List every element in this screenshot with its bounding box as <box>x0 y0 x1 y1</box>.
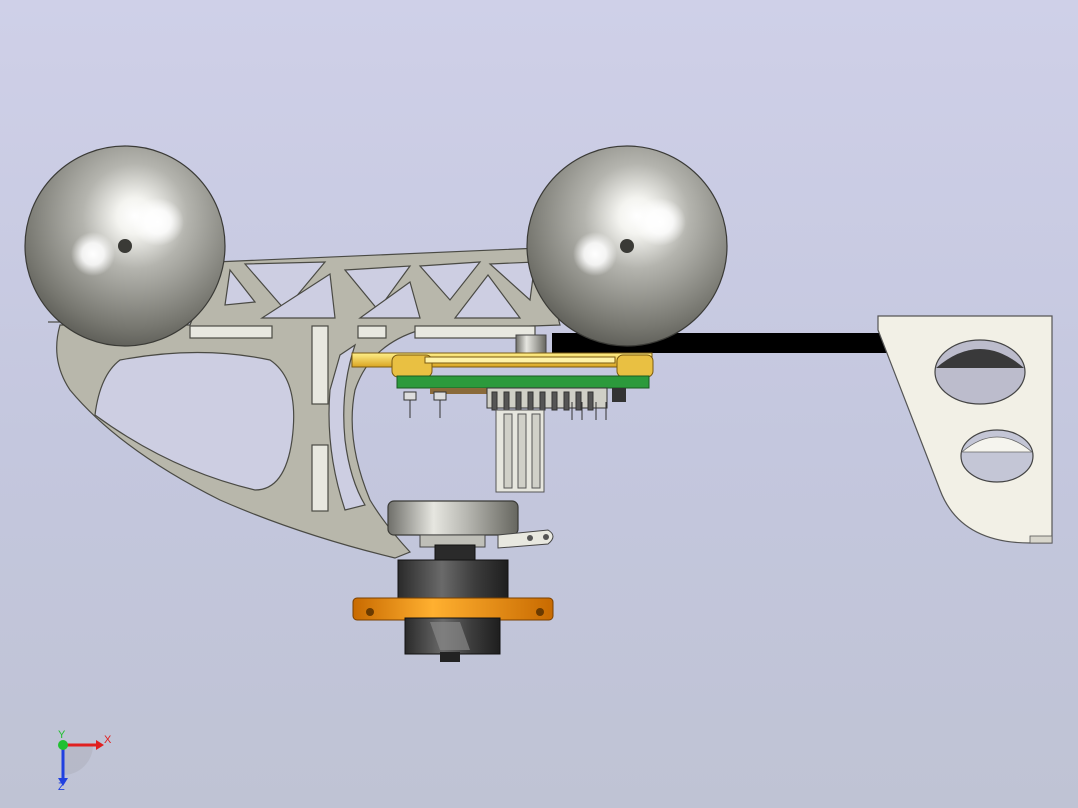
x-axis-label: X <box>104 734 112 746</box>
bearing-hub[interactable] <box>387 500 554 564</box>
left-sphere[interactable] <box>24 145 226 347</box>
z-axis-label: Z <box>58 781 65 793</box>
axis-triad: X Y Z <box>58 729 112 793</box>
y-axis-icon <box>58 740 68 750</box>
connector-block[interactable] <box>495 409 545 493</box>
y-axis-label: Y <box>58 729 66 741</box>
gold-mount-plate[interactable] <box>351 352 654 378</box>
mounting-bracket[interactable] <box>877 315 1053 544</box>
right-sphere[interactable] <box>526 145 728 347</box>
motor[interactable] <box>352 559 554 662</box>
